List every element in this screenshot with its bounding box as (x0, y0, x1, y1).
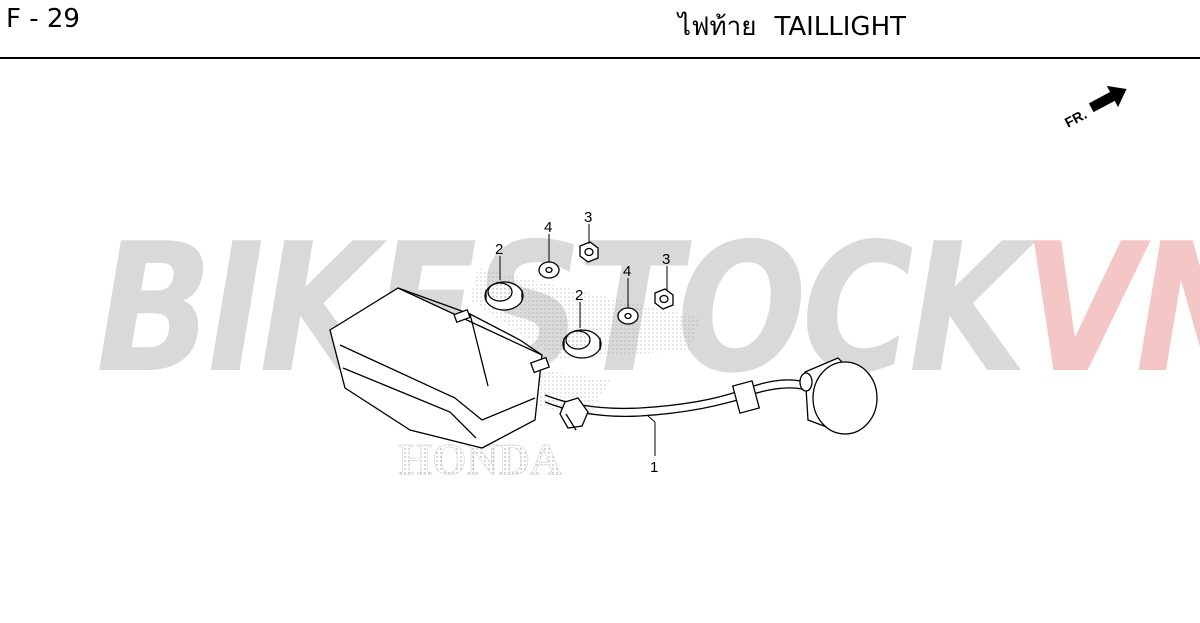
wire-harness (544, 379, 807, 431)
title-thai: ไฟท้าย (678, 12, 757, 42)
callout-3: 3 (662, 251, 670, 268)
front-direction-indicator: FR. (1062, 85, 1127, 131)
page-code: F - 29 (6, 4, 80, 34)
callout-1: 1 (650, 459, 658, 476)
watermark-accent: VN (1022, 205, 1200, 412)
callout-4: 4 (544, 219, 552, 236)
fr-label: FR. (1062, 106, 1089, 131)
callout-3: 3 (584, 209, 592, 226)
shading-patch (520, 370, 610, 415)
washer (538, 261, 560, 279)
callout-2: 2 (495, 241, 503, 258)
connector (799, 357, 878, 435)
taillight-assembly (329, 287, 551, 449)
header-divider (0, 57, 1200, 59)
nut (654, 288, 674, 310)
callout-4: 4 (623, 263, 631, 280)
grommet (562, 329, 602, 359)
title-english: TAILLIGHT (774, 12, 907, 42)
shading-patch (470, 268, 700, 360)
callout-2: 2 (575, 287, 583, 304)
grommet (484, 281, 524, 311)
nut (579, 241, 599, 263)
leader-lines (499, 224, 668, 456)
washer (617, 307, 639, 325)
page-title: ไฟท้าย TAILLIGHT (678, 6, 906, 47)
arrow-right-icon (1088, 85, 1127, 113)
watermark: BIKESTOCKVN (96, 220, 1200, 398)
